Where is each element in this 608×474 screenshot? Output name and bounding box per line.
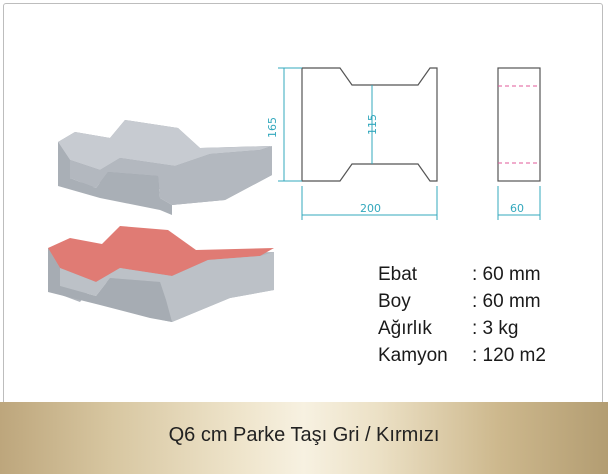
product-title: Q6 cm Parke Taşı Gri / Kırmızı bbox=[168, 424, 440, 446]
side-view-drawing bbox=[497, 67, 541, 182]
spec-value: : 60 mm bbox=[472, 291, 541, 312]
paver-red-3d bbox=[48, 226, 274, 322]
spec-value: : 60 mm bbox=[472, 264, 541, 285]
dim-front-height: 165 bbox=[266, 117, 279, 138]
spec-value: : 120 m2 bbox=[472, 345, 546, 366]
dimension-lines bbox=[278, 67, 541, 220]
spec-label: Ebat bbox=[378, 264, 418, 285]
dim-side-width: 60 bbox=[510, 202, 524, 215]
paver-grey-3d bbox=[58, 120, 272, 215]
dim-front-width: 200 bbox=[360, 202, 381, 215]
spec-label: Boy bbox=[378, 291, 411, 312]
spec-value: : 3 kg bbox=[472, 318, 519, 339]
dim-inner-height: 115 bbox=[366, 114, 379, 135]
spec-label: Ağırlık bbox=[378, 318, 432, 339]
spec-label: Kamyon bbox=[378, 345, 448, 366]
title-banner: Q6 cm Parke Taşı Gri / Kırmızı bbox=[0, 402, 608, 474]
front-view-drawing bbox=[301, 67, 438, 182]
